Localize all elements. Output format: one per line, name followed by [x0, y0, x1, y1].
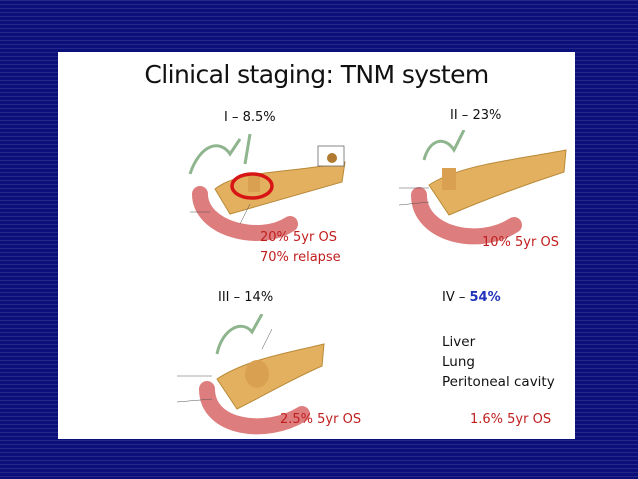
stage-3-sep: – [230, 290, 245, 305]
stage-4-pct: 54% [470, 290, 501, 305]
stage-3-pct: 14% [244, 290, 273, 305]
stage-1-relapse: 70% relapse [260, 248, 341, 267]
metastasis-sites: Liver Lung Peritoneal cavity [442, 332, 555, 392]
stage-2-pct: 23% [472, 108, 501, 123]
metastasis-site: Peritoneal cavity [442, 372, 555, 392]
stage-1-os: 20% 5yr OS [260, 228, 337, 247]
stage-4-label: IV – 54% [442, 290, 501, 305]
stage-1-pct: 8.5% [243, 110, 276, 125]
slide-title: Clinical staging: TNM system [58, 60, 575, 89]
stage-3-os: 2.5% 5yr OS [280, 410, 361, 429]
stage-2-pancreas-illustration [384, 130, 569, 248]
stage-3-label: III – 14% [218, 290, 273, 305]
stage-2-label: II – 23% [450, 108, 501, 123]
stage-2-sep: – [458, 108, 473, 123]
stage-4-numeral: IV [442, 290, 455, 305]
slide: Clinical staging: TNM system I – 8.5% 20… [58, 52, 575, 439]
stage-4-sep: – [455, 290, 470, 305]
metastasis-site: Lung [442, 352, 555, 372]
stage-3-numeral: III [218, 290, 230, 305]
stage-1-sep: – [228, 110, 243, 125]
metastasis-site: Liver [442, 332, 555, 352]
stage-1-label: I – 8.5% [224, 110, 276, 125]
stage-2-numeral: II [450, 108, 458, 123]
stage-2-os: 10% 5yr OS [482, 233, 559, 252]
stage-4-os: 1.6% 5yr OS [470, 410, 551, 429]
